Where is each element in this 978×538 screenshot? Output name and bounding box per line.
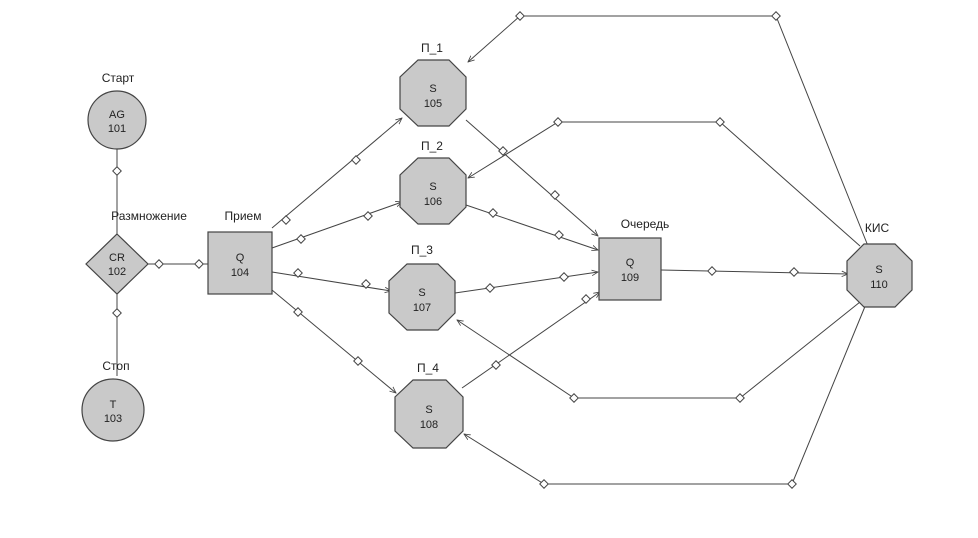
node-103[interactable]: Стоп T 103 (81, 359, 145, 442)
node-103-id: 103 (104, 413, 122, 425)
edge-104-107 (271, 271, 391, 291)
node-103-label: Стоп (102, 359, 129, 373)
node-108[interactable]: П_4 S 108 (394, 361, 464, 449)
node-104-code: Q (236, 252, 245, 264)
node-104-id: 104 (231, 267, 249, 279)
edge-110-105 (468, 15, 869, 247)
edge-107-109 (454, 272, 598, 294)
node-102-id: 102 (108, 266, 126, 278)
edge-110-107 (457, 301, 861, 399)
node-106-label: П_2 (421, 139, 443, 153)
node-110[interactable]: КИС S 110 (846, 221, 913, 308)
node-110-label: КИС (865, 221, 890, 235)
node-102-label: Размножение (111, 209, 187, 223)
edge-105-109 (465, 119, 598, 236)
node-107[interactable]: П_3 S 107 (388, 243, 456, 331)
node-101-code: AG (109, 109, 125, 121)
node-105[interactable]: П_1 S 105 (399, 41, 467, 127)
node-102-code: CR (109, 252, 125, 264)
node-101-label: Старт (102, 71, 135, 85)
node-103-code: T (110, 399, 117, 411)
node-109[interactable]: Очередь Q 109 (598, 217, 670, 301)
node-109-code: Q (626, 257, 635, 269)
node-107-id: 107 (413, 302, 431, 314)
node-106-id: 106 (424, 196, 442, 208)
node-106-code: S (429, 181, 436, 193)
node-110-code: S (875, 264, 882, 276)
node-109-label: Очередь (621, 217, 670, 231)
node-105-code: S (429, 83, 436, 95)
node-110-id: 110 (870, 279, 888, 291)
edge-110-106 (468, 121, 861, 247)
node-107-code: S (418, 287, 425, 299)
edge-104-105 (271, 118, 402, 229)
node-106[interactable]: П_2 S 106 (399, 139, 467, 225)
node-105-id: 105 (424, 98, 442, 110)
node-101[interactable]: Старт AG 101 (87, 71, 147, 150)
node-109-id: 109 (621, 272, 639, 284)
node-108-label: П_4 (417, 361, 439, 375)
node-102[interactable]: Размножение CR 102 (85, 209, 187, 295)
node-107-label: П_3 (411, 243, 433, 257)
edges (112, 11, 869, 489)
node-101-id: 101 (108, 123, 126, 135)
edge-110-108 (464, 303, 867, 485)
node-105-label: П_1 (421, 41, 443, 55)
edge-108-109 (461, 292, 600, 389)
node-108-code: S (425, 404, 432, 416)
edge-106-109 (465, 204, 598, 250)
edge-104-106 (271, 202, 402, 249)
edge-109-110 (660, 269, 848, 274)
node-104[interactable]: Прием Q 104 (207, 209, 273, 295)
node-108-id: 108 (420, 419, 438, 431)
node-104-label: Прием (225, 209, 262, 223)
edge-104-108 (271, 289, 396, 393)
